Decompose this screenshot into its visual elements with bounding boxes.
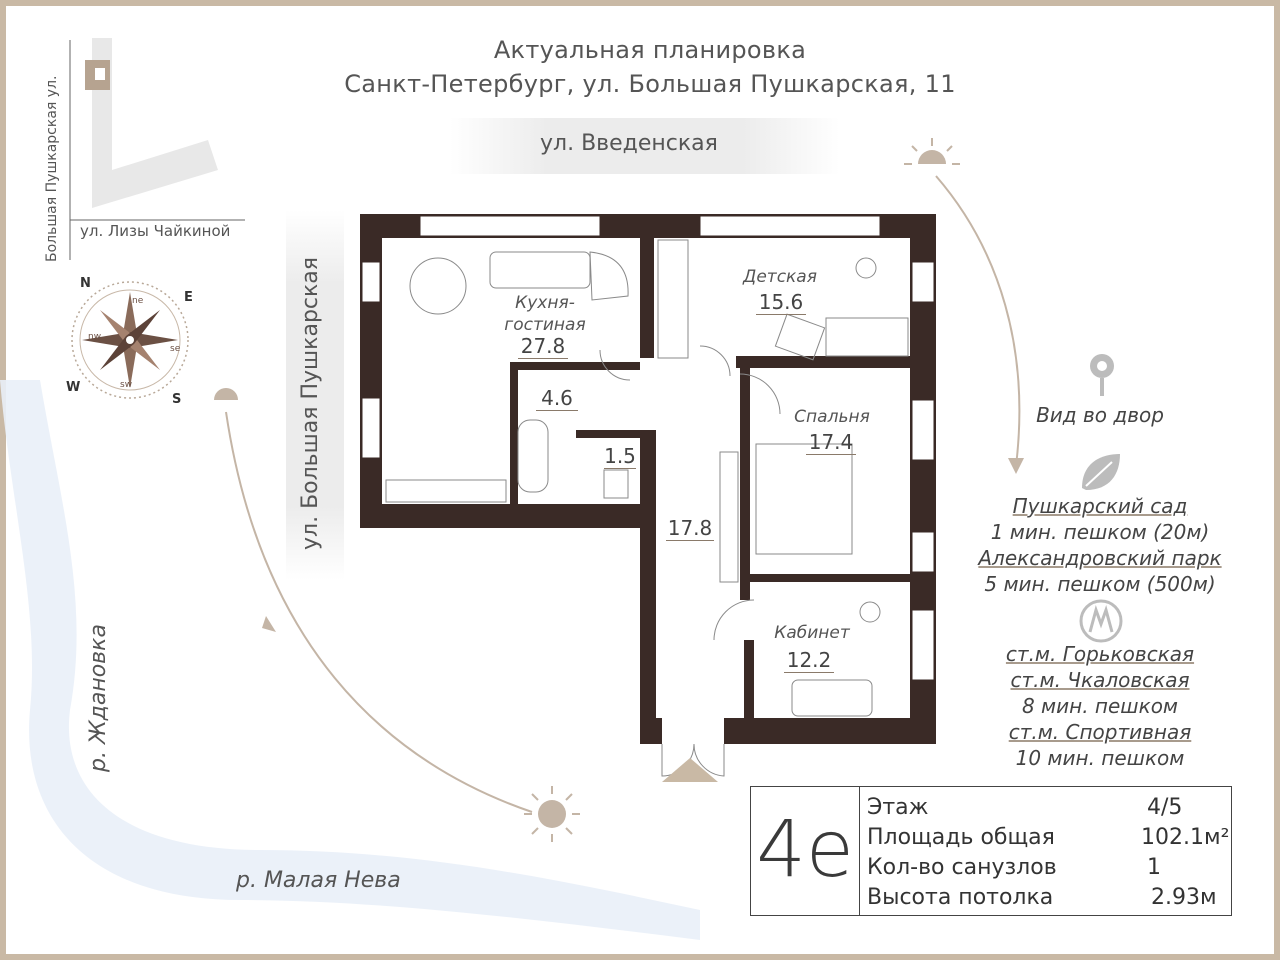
minimap-highlight-inner — [95, 68, 105, 80]
room-kitchen-area: 27.8 — [518, 334, 568, 359]
street-top-label: ул. Введенская — [540, 131, 718, 156]
info-park2-time: 5 мин. пешком (500м) — [984, 572, 1216, 596]
spec-baths-value: 1 — [1147, 855, 1161, 880]
compass-w: W — [66, 380, 81, 395]
info-view: Вид во двор — [1036, 403, 1164, 427]
minimap-building-shape — [92, 38, 218, 208]
leaf-icon — [1082, 454, 1120, 490]
room-kids-area: 15.6 — [756, 290, 806, 315]
location-pin-icon — [1090, 354, 1114, 396]
room-office-name: Кабинет — [774, 623, 850, 643]
spec-code: 4е — [751, 787, 860, 915]
room-kitchen-name: Кухня- гостиная — [504, 293, 586, 335]
spec-floor-value: 4/5 — [1147, 795, 1183, 820]
info-metro2[interactable]: ст.м. Чкаловская — [1010, 668, 1190, 692]
spec-height-label: Высота потолка — [867, 885, 1054, 910]
info-park2[interactable]: Александровский парк — [978, 546, 1222, 570]
compass-ne: ne — [132, 296, 144, 306]
info-metro1[interactable]: ст.м. Горьковская — [1005, 642, 1195, 666]
compass-n: N — [80, 276, 91, 291]
compass-s: S — [172, 392, 182, 407]
spec-area-value: 102.1м² — [1141, 825, 1230, 850]
metro-icon — [1079, 599, 1123, 643]
info-park1-time: 1 мин. пешком (20м) — [990, 520, 1210, 544]
street-band-side — [286, 210, 344, 580]
room-bath-area: 4.6 — [536, 386, 578, 411]
compass-nw: nw — [88, 332, 102, 342]
spec-baths-label: Кол-во санузлов — [867, 855, 1057, 880]
midday-sun-icon — [538, 800, 566, 828]
sunrise-icon — [918, 150, 946, 164]
spec-box: 4е Этаж 4/5 Площадь общая 102.1м² Кол-во… — [750, 786, 1232, 916]
room-kids-name: Детская — [743, 267, 817, 287]
river-bottom-label: р. Малая Нева — [236, 868, 401, 893]
building-minimap — [69, 38, 245, 260]
info-metro3-time: 10 мин. пешком — [1015, 746, 1185, 770]
room-wc-area: 1.5 — [604, 444, 636, 469]
sunset-icon — [214, 388, 238, 400]
street-band-top — [450, 118, 840, 174]
header-address: Санкт-Петербург, ул. Большая Пушкарская,… — [344, 70, 956, 98]
header-title: Актуальная планировка — [493, 36, 807, 64]
room-hall-area: 17.8 — [666, 516, 714, 541]
info-metro12-time: 8 мин. пешком — [1021, 694, 1179, 718]
entrance-marker — [662, 758, 718, 782]
info-park1[interactable]: Пушкарский сад — [1012, 494, 1188, 518]
compass-sw: sw — [120, 380, 133, 390]
room-bedroom-area: 17.4 — [806, 430, 856, 455]
compass-rose — [71, 281, 189, 399]
spec-height-value: 2.93м — [1151, 885, 1217, 910]
compass-e: E — [184, 290, 193, 305]
spec-area-label: Площадь общая — [867, 825, 1055, 850]
room-bedroom-name: Спальня — [794, 407, 870, 427]
room-office-area: 12.2 — [784, 648, 834, 673]
info-metro3[interactable]: ст.м. Спортивная — [1008, 720, 1192, 744]
spec-floor-label: Этаж — [867, 795, 929, 820]
compass-se: se — [170, 344, 181, 354]
minimap-street-horizontal: ул. Лизы Чайкиной — [80, 222, 231, 240]
